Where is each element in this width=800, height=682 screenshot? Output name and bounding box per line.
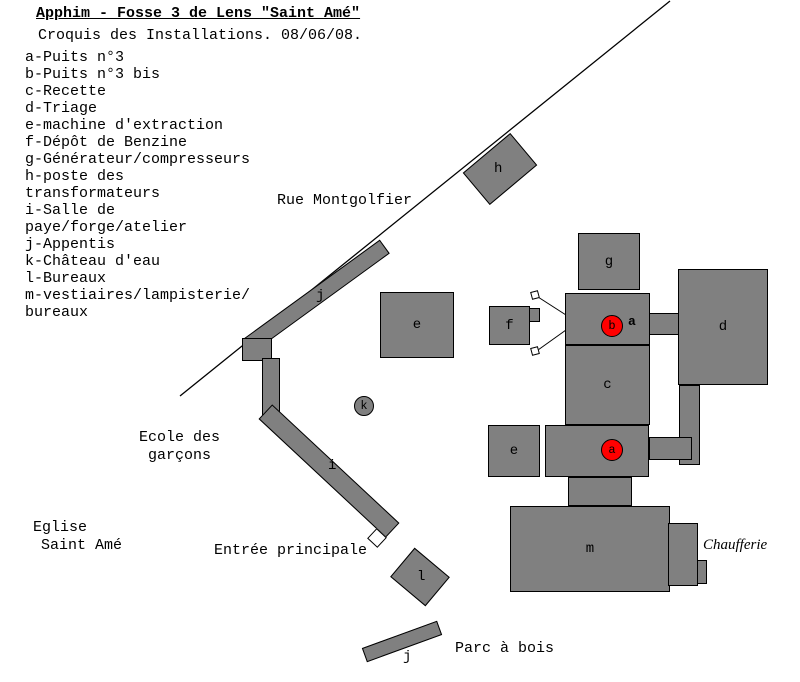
building-chaufferie-annex (697, 560, 707, 584)
legend-line: c-Recette (25, 83, 107, 100)
school-label-line2: garçons (148, 447, 212, 464)
school-label-line1: Ecole des (139, 429, 221, 446)
legend-line: l-Bureaux (25, 270, 107, 287)
building-benzine-depot: f (489, 306, 530, 345)
connector-b-to-d (649, 313, 679, 335)
shaft-a-letter: a (608, 443, 616, 457)
building-recette: c (565, 345, 650, 425)
legend-line: i-Salle de (25, 202, 116, 219)
cable-line-lower (537, 329, 567, 351)
street-label: Rue Montgolfier (277, 192, 413, 209)
legend-line: j-Appentis (25, 236, 116, 253)
page-subtitle: Croquis des Installations. 08/06/08. (38, 27, 363, 44)
building-transformer-post-label: h (494, 161, 503, 177)
benzine-depot-annex (529, 308, 540, 322)
water-tower: k (354, 396, 374, 416)
legend-line: g-Générateur/compresseurs (25, 151, 251, 168)
legend-line: b-Puits n°3 bis (25, 66, 161, 83)
legend-line: m-vestiaires/lampisterie/ (25, 287, 251, 304)
legend-line: k-Château d'eau (25, 253, 161, 270)
building-generator-label: g (604, 253, 614, 270)
building-chaufferie (668, 523, 698, 586)
legend: a-Puits n°3 b-Puits n°3 bis c-Recette d-… (25, 49, 250, 321)
water-tower-label: k (360, 399, 368, 413)
building-appentis-top-label: j (316, 288, 325, 304)
building-triage: d (678, 269, 768, 385)
building-vestiaires: m (510, 506, 670, 592)
legend-line: d-Triage (25, 100, 98, 117)
building-benzine-depot-label: f (505, 317, 514, 334)
shaft-b-marker: b (601, 315, 623, 337)
shaft-b-letter: b (608, 319, 616, 333)
building-extraction-machine-top-label: e (412, 317, 422, 333)
church-label-line2: Saint Amé (41, 537, 123, 554)
shaft-a-annotation: a (628, 314, 636, 329)
building-generator: g (578, 233, 640, 290)
shaft-a-marker: a (601, 439, 623, 461)
legend-line: h-poste des (25, 168, 125, 185)
building-extraction-machine-bottom: e (488, 425, 540, 477)
cable-line-upper (537, 296, 567, 316)
legend-line: transformateurs (25, 185, 161, 202)
connector-a-to-m (568, 477, 632, 506)
boiler-house-label: Chaufferie (703, 537, 768, 553)
legend-line: e-machine d'extraction (25, 117, 224, 134)
building-extraction-machine-top: e (380, 292, 454, 358)
legend-line: a-Puits n°3 (25, 49, 125, 66)
building-salle-de-paye-label: i (328, 458, 337, 474)
wall-corner-block (242, 338, 272, 361)
building-appentis-bottom-label: j (403, 649, 412, 665)
page-title: Apphim - Fosse 3 de Lens "Saint Amé" (36, 5, 361, 22)
connector-a-to-gallery (649, 437, 692, 460)
building-shaft-a-block (545, 425, 649, 477)
building-recette-label: c (603, 377, 612, 393)
wood-yard-label: Parc à bois (455, 640, 555, 657)
main-entrance-label: Entrée principale (214, 542, 368, 559)
legend-line: paye/forge/atelier (25, 219, 188, 236)
building-bureaux-label: l (417, 569, 426, 585)
building-extraction-machine-bottom-label: e (509, 443, 519, 459)
legend-line: f-Dépôt de Benzine (25, 134, 188, 151)
legend-line: bureaux (25, 304, 89, 321)
building-vestiaires-label: m (585, 541, 595, 557)
building-triage-label: d (718, 319, 728, 335)
church-label-line1: Eglise (33, 519, 88, 536)
